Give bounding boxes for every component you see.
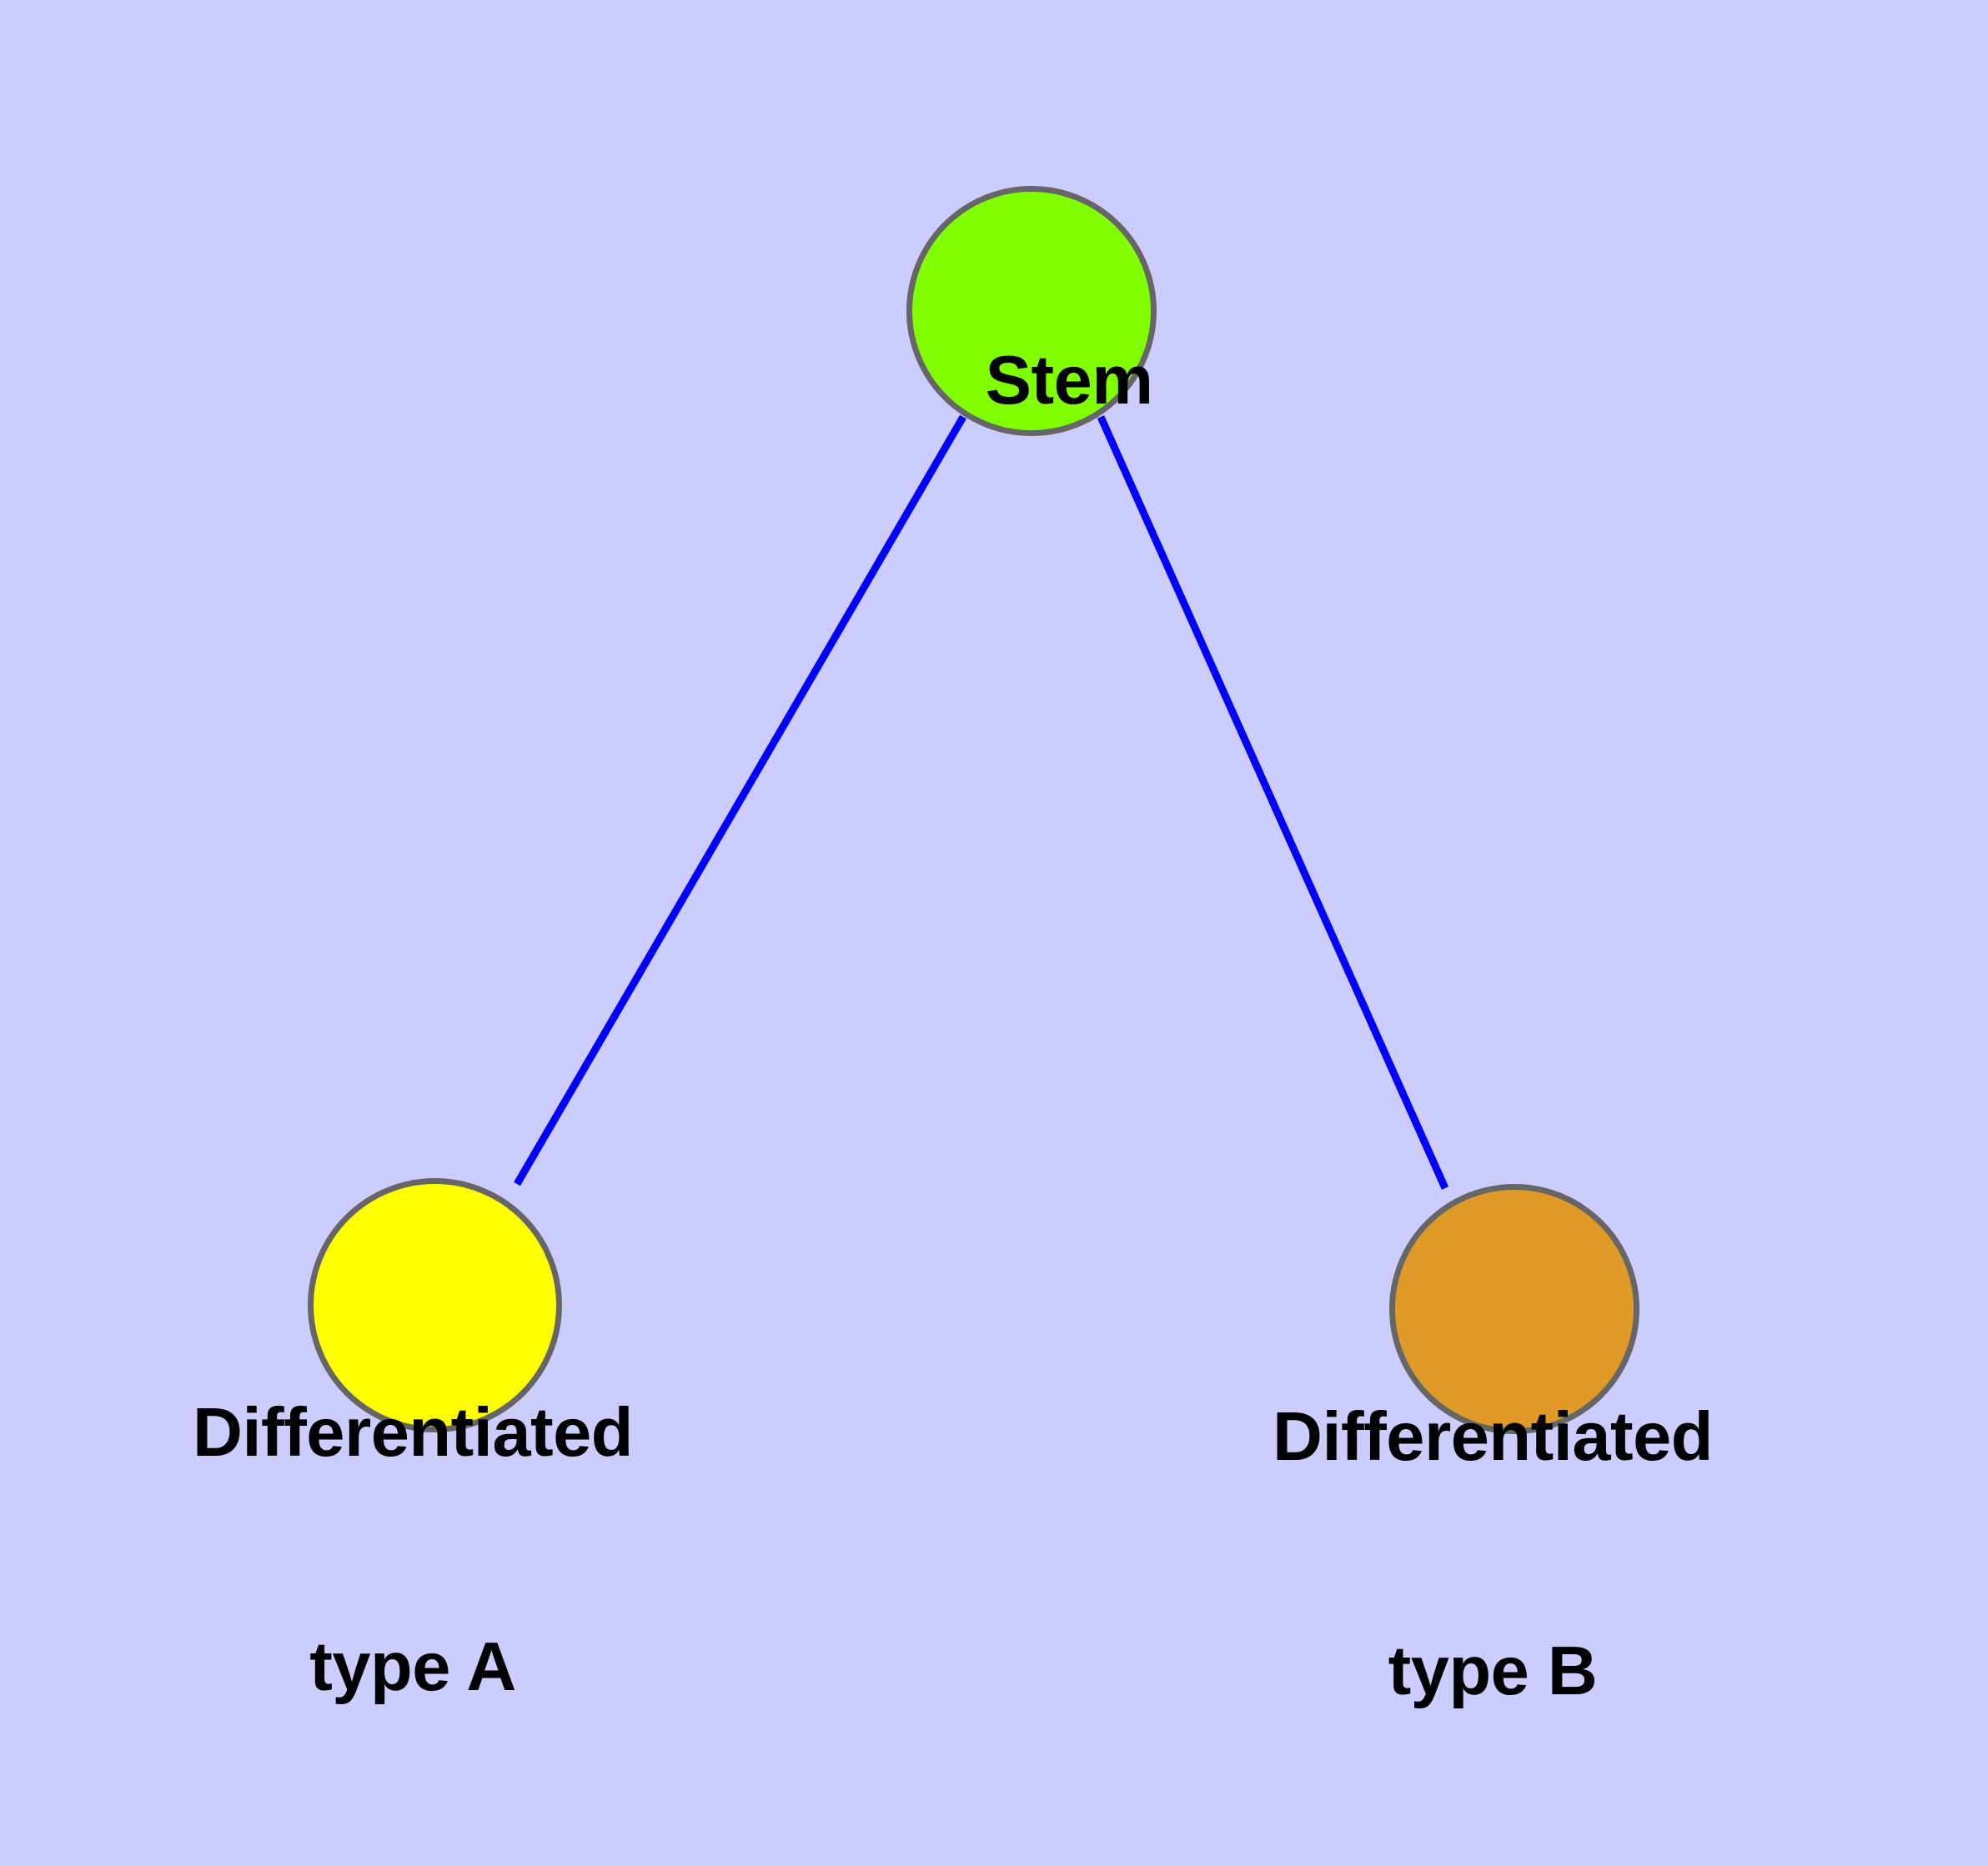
node-stem[interactable] <box>906 186 1157 436</box>
node-differentiated-type-a[interactable] <box>308 1178 562 1432</box>
graph-canvas: Stem Differentiated type A Differentiate… <box>193 186 1714 1709</box>
node-differentiated-type-b[interactable] <box>1389 1184 1639 1434</box>
edge-stem-to-differentiated-type-b <box>1097 415 1449 1190</box>
edge-stem-to-differentiated-type-a <box>514 414 966 1186</box>
edge-layer <box>514 414 1449 1190</box>
